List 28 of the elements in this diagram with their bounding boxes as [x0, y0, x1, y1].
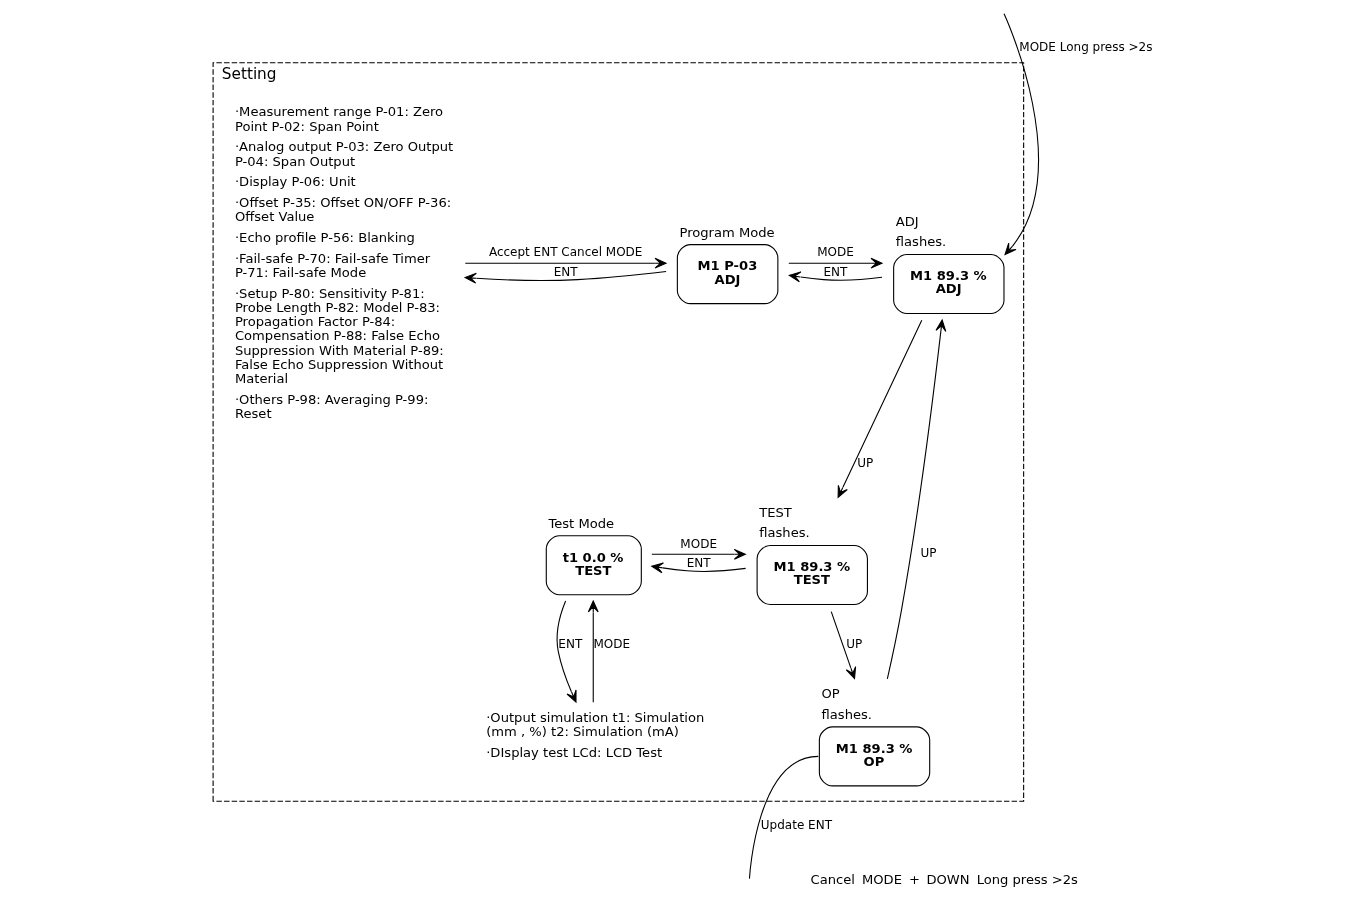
node-label: Test Mode	[548, 515, 615, 531]
edge-label: UP	[857, 455, 874, 470]
node-label: TEST	[759, 504, 792, 520]
edge-label: MODE	[680, 536, 717, 551]
edge-label: UP	[920, 546, 937, 561]
label: +	[908, 871, 920, 887]
edge-label: MODE	[593, 637, 631, 652]
edge-label: UP	[846, 637, 863, 652]
node-text: ·Output simulation t1: Simulation (mm , %) t2: Simulation (mA) ·DIsplay test LCd: LCD Test	[486, 710, 705, 761]
node-text: ·Measurement range P-01: Zero Point P-02: Span Point ·Analog output P-03: Zero Output P-04: Span Output ·Display P-06: Unit ·Offset P-35: Offset ON/OFF P-36: Offset Value ·Echo profile P-56: Blanking ·Fail-safe P-70: Fail-safe Timer P-71: Fail-safe Mode ·Setup P-80: Sensitivity P-81: Probe Length P-82: Model P-83: Propagation Factor P-84: Compensation P-88: False Echo Suppression With Material P-89: False Echo Suppression Without Material ·Others P-98: Averaging P-99: Reset	[234, 104, 454, 421]
label: Long press >2s	[976, 871, 1078, 887]
label: DOWN	[926, 871, 970, 887]
node-label: flashes.	[821, 706, 872, 722]
node-label: flashes.	[895, 234, 947, 250]
edge-label: MODE Long press >2s	[1019, 39, 1153, 54]
edge-label: ENT	[553, 265, 578, 280]
edge-label: Accept ENT Cancel MODE	[488, 245, 643, 260]
edge-label: ENT	[823, 265, 848, 280]
label: Cancel	[810, 871, 855, 887]
edge-label: MODE	[817, 245, 854, 260]
edge-label: Update ENT	[760, 818, 833, 833]
edge-label: ENT	[558, 637, 583, 652]
node-label: flashes.	[759, 525, 810, 541]
node-label: OP	[821, 686, 840, 702]
edge-label: ENT	[686, 556, 711, 571]
label: MODE	[861, 871, 902, 887]
node-label: ADJ	[895, 213, 919, 229]
node-label: Program Mode	[679, 224, 775, 240]
